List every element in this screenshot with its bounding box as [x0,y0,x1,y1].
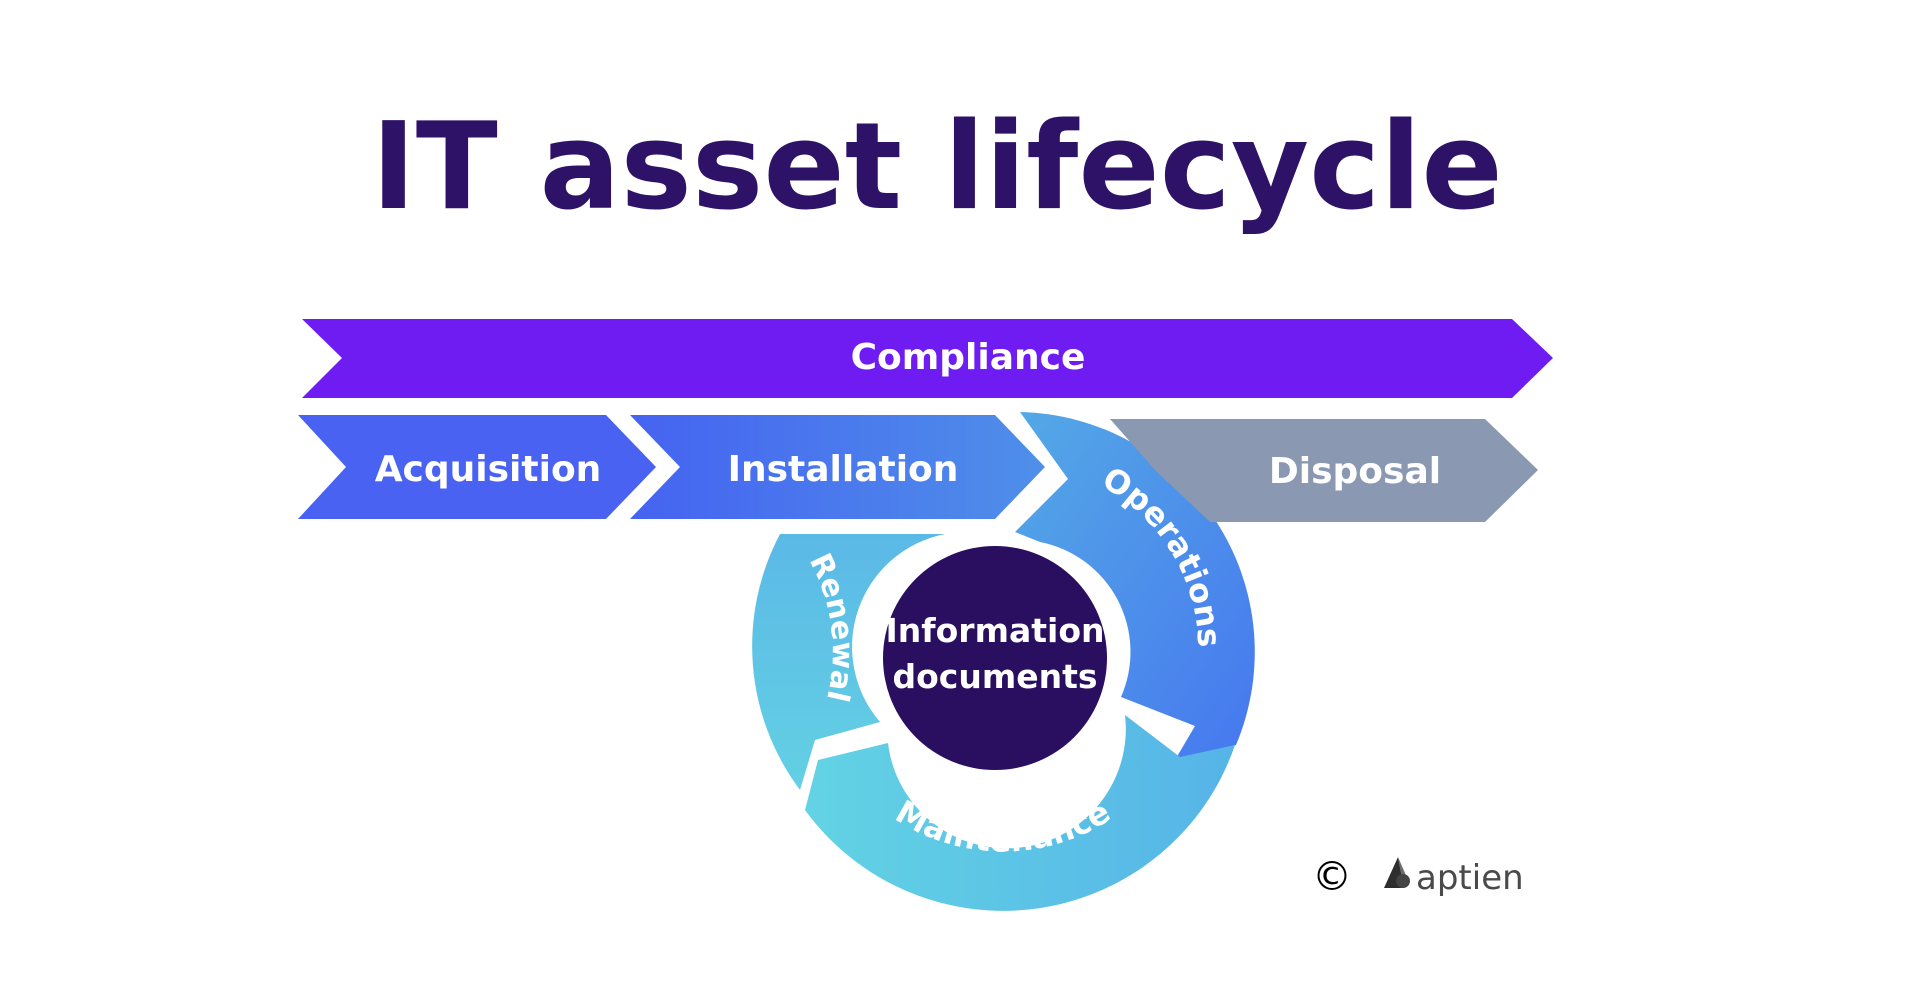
brand-name: aptien [1416,858,1524,898]
disposal-label: Disposal [1269,451,1441,492]
compliance-arrow [302,319,1553,398]
aptien-logo-icon [1384,857,1410,888]
installation-arrow [630,415,1045,519]
acquisition-arrow [298,415,656,519]
disposal-arrow [1110,419,1538,522]
compliance-label: Compliance [851,337,1086,378]
center-circle [883,546,1107,770]
center-label-line2: documents [892,657,1097,696]
acquisition-label: Acquisition [375,449,602,490]
copyright-symbol: © [1312,854,1352,900]
center-label-line1: Information [886,611,1105,650]
installation-label: Installation [728,449,959,490]
maintenance-segment [805,715,1235,911]
page-title: IT asset lifecycle [371,98,1503,237]
renewal-segment [752,534,945,790]
